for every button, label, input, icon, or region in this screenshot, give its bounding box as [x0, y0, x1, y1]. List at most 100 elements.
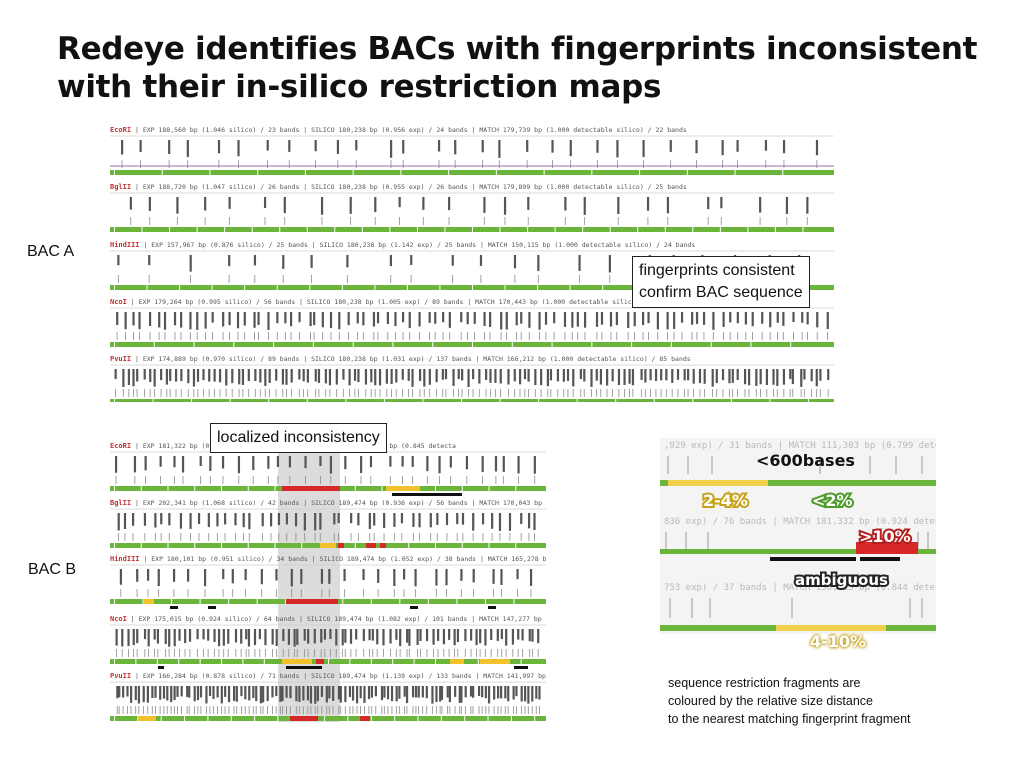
- band-label: [173, 629, 176, 647]
- band-label: [218, 369, 222, 383]
- band-label: [401, 312, 405, 323]
- fragment-mark-yellow: [144, 599, 154, 604]
- band-label: [197, 513, 201, 525]
- band-label: [483, 312, 486, 326]
- band-label: [513, 255, 517, 269]
- band-label: [196, 629, 199, 640]
- band-label: [228, 255, 231, 267]
- band-label: [481, 686, 484, 698]
- band-label: [517, 456, 520, 474]
- band-label: [309, 312, 312, 327]
- band-label: [578, 255, 581, 271]
- band-label: [199, 456, 202, 467]
- band-label: [806, 312, 809, 325]
- band-label: [537, 629, 540, 644]
- band-label: [241, 369, 245, 385]
- band-label: [460, 686, 463, 703]
- band-label: [436, 513, 439, 525]
- band-label: [827, 369, 830, 381]
- band-label: [390, 686, 394, 702]
- fragment-mark-yellow: [282, 659, 312, 664]
- band-label: [533, 513, 536, 531]
- band-label: [815, 369, 818, 387]
- band-label: [259, 369, 262, 383]
- band-label: [776, 369, 779, 386]
- band-label: [523, 369, 527, 380]
- band-label: [438, 456, 441, 474]
- band-label: [596, 140, 599, 153]
- caption-line-2: coloured by the relative size distance: [668, 694, 873, 708]
- band-label: [247, 369, 250, 382]
- band-label: [470, 629, 473, 641]
- band-label: [408, 629, 411, 646]
- localized-inconsistency-callout: localized inconsistency: [210, 423, 387, 453]
- band-label: [306, 369, 309, 383]
- band-label: [608, 255, 611, 273]
- band-label: [122, 686, 125, 698]
- band-label: [505, 312, 508, 330]
- band-label: [148, 312, 152, 326]
- band-label: [208, 369, 211, 382]
- enzyme-name: NcoI: [110, 298, 127, 306]
- band-label: [302, 686, 305, 701]
- band-label: [497, 686, 500, 699]
- band-label: [163, 312, 167, 330]
- band-label: [419, 629, 422, 641]
- band-label: [527, 513, 531, 529]
- band-label: [394, 312, 397, 327]
- band-label: [162, 686, 166, 699]
- band-label: [266, 686, 269, 702]
- band-label: [454, 686, 457, 697]
- band-label: [310, 255, 313, 268]
- band-label: [242, 513, 245, 528]
- band-label: [720, 197, 723, 209]
- band-label: [383, 686, 386, 698]
- band-label: [216, 686, 219, 698]
- band-label: [456, 629, 460, 643]
- band-label: [290, 569, 293, 587]
- strip-graphic: [110, 364, 834, 402]
- band-label: [136, 629, 139, 644]
- fragment-mark-yellow: [480, 659, 510, 664]
- band-label: [143, 369, 146, 380]
- band-label: [284, 312, 287, 324]
- band-label: [196, 686, 200, 701]
- band-label: [207, 513, 210, 528]
- band-label: [124, 312, 127, 330]
- title-line-2: with their in-silico restriction maps: [57, 69, 662, 105]
- band-label: [146, 569, 150, 581]
- band-label: [556, 369, 560, 382]
- band-label: [304, 456, 307, 469]
- band-label: [736, 312, 739, 324]
- band-label: [227, 686, 231, 703]
- band-label: [348, 686, 352, 698]
- band-label: [302, 369, 305, 382]
- band-label: [356, 312, 359, 324]
- callout-text: localized inconsistency: [217, 429, 380, 446]
- band-label: [181, 456, 185, 473]
- band-label: [505, 629, 508, 646]
- band-label: [348, 369, 351, 386]
- band-label: [494, 369, 497, 383]
- bac-b-strip-hindiii: HindIII | EXP 180,101 bp (0.951 silico) …: [110, 555, 546, 611]
- band-label: [803, 369, 806, 380]
- band-label: [116, 686, 119, 699]
- legend-label-lt2: <2%: [812, 491, 853, 510]
- band-label: [220, 686, 223, 704]
- band-label: [743, 369, 747, 385]
- band-label: [435, 569, 438, 586]
- band-label: [640, 369, 643, 380]
- band-label: [483, 197, 486, 213]
- band-label: [188, 686, 191, 698]
- band-label: [154, 686, 157, 698]
- band-label: [671, 369, 674, 383]
- band-label: [240, 629, 243, 644]
- band-label: [534, 369, 537, 386]
- band-label: [617, 369, 621, 386]
- color-legend: ,929 exp) / 31 bands | MATCH 111,303 bp …: [660, 438, 936, 634]
- band-label: [344, 686, 347, 703]
- band-label: [192, 369, 196, 387]
- band-label: [390, 369, 393, 385]
- band-label: [669, 140, 672, 152]
- band-label: [564, 197, 567, 211]
